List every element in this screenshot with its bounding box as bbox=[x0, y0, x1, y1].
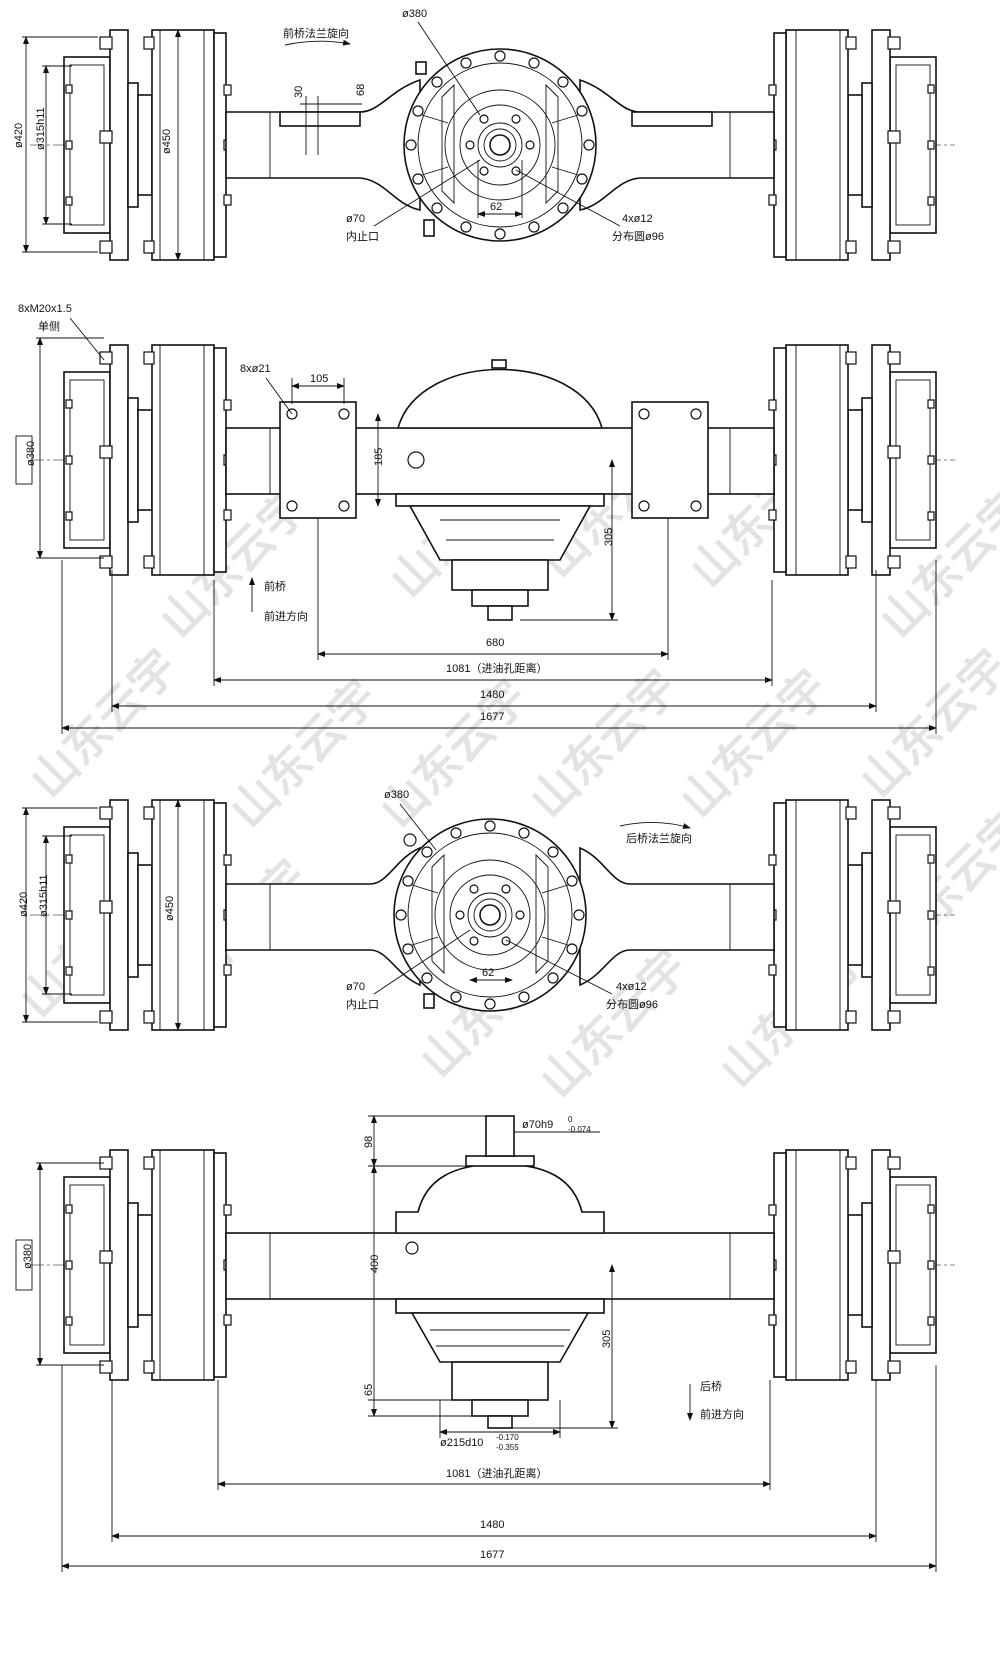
left-hub-assembly bbox=[63, 344, 232, 576]
direction-label: 前进方向 bbox=[264, 609, 308, 623]
shaft-dia-label: ø70h9 bbox=[522, 1119, 553, 1131]
dim-1677: 1677 bbox=[480, 1549, 504, 1561]
right-hub-assembly bbox=[768, 344, 937, 576]
dia-70-label: ø70 bbox=[346, 981, 365, 993]
dim-65: 65 bbox=[363, 1384, 375, 1396]
dim-98: 98 bbox=[363, 1136, 375, 1148]
direction-title: 后桥 bbox=[700, 1380, 722, 1393]
mount-holes-label: 8xø21 bbox=[240, 363, 271, 375]
dim-1677: 1677 bbox=[480, 711, 504, 723]
rotation-label: 前桥法兰旋向 bbox=[283, 26, 349, 40]
view-rear-axle-front: 98 ø70h9 0 -0.074 400 65 305 ø380 后桥 前进方… bbox=[15, 1115, 955, 1572]
dia-380-label: ø380 bbox=[402, 8, 427, 20]
left-hub-assembly bbox=[63, 1149, 232, 1381]
bolt-spec-label: 8xM20x1.5 bbox=[18, 303, 72, 315]
watermark: 山东云宇 bbox=[850, 640, 1000, 807]
watermark: 山东云宇 bbox=[20, 640, 187, 807]
right-hub-assembly bbox=[768, 799, 937, 1031]
dia-420-label: ø420 bbox=[18, 892, 30, 917]
dia-315-label: ø315h11 bbox=[35, 107, 47, 150]
dim-305: 305 bbox=[603, 528, 615, 546]
dim-400: 400 bbox=[369, 1255, 381, 1273]
rotation-label: 后桥法兰旋向 bbox=[626, 831, 692, 845]
left-hub-assembly bbox=[63, 29, 232, 261]
direction-label: 前进方向 bbox=[700, 1407, 744, 1421]
dia-215-label: ø215d10 bbox=[440, 1437, 483, 1449]
left-hub-assembly bbox=[63, 799, 232, 1031]
right-hub-assembly bbox=[768, 29, 937, 261]
dim-1081: 1081（进油孔距离） bbox=[446, 1466, 547, 1480]
right-hub-assembly bbox=[768, 1149, 937, 1381]
holes-label: 4xø12 bbox=[622, 213, 653, 225]
dia-380-label: ø380 bbox=[22, 1244, 34, 1269]
dim-1480: 1480 bbox=[480, 689, 504, 701]
dim-1081: 1081（进油孔距离） bbox=[446, 661, 547, 675]
watermark: 山东云宇 bbox=[520, 660, 687, 827]
holes-label: 4xø12 bbox=[616, 981, 647, 993]
dia-70-label: ø70 bbox=[346, 213, 365, 225]
dia-450-label: ø450 bbox=[161, 129, 173, 154]
dia-420-label: ø420 bbox=[13, 123, 25, 148]
dia-215-lower: -0.355 bbox=[496, 1443, 519, 1452]
shaft-tol-lower: -0.074 bbox=[568, 1125, 591, 1134]
dim-305: 305 bbox=[601, 1330, 613, 1348]
pilot-label: 内止口 bbox=[346, 997, 379, 1011]
pcd-label: 分布圆ø96 bbox=[612, 230, 664, 243]
pcd-label: 分布圆ø96 bbox=[606, 998, 658, 1011]
bolt-side-label: 单侧 bbox=[38, 320, 60, 333]
dia-315-label: ø315h11 bbox=[38, 874, 50, 917]
dia-380-label: ø380 bbox=[25, 441, 37, 466]
dim-62: 62 bbox=[482, 967, 494, 979]
dia-380-label: ø380 bbox=[384, 789, 409, 801]
dim-680: 680 bbox=[486, 637, 504, 649]
view-front-axle-top: ø380 前桥法兰旋向 30 68 ø420 ø315h11 ø450 62 ø… bbox=[13, 8, 955, 261]
dim-185: 185 bbox=[373, 448, 385, 466]
dim-1480: 1480 bbox=[480, 1519, 504, 1531]
shaft-tol-upper: 0 bbox=[568, 1115, 573, 1124]
direction-title: 前桥 bbox=[264, 579, 286, 593]
dim-105: 105 bbox=[310, 373, 328, 385]
view-rear-axle-top: ø380 后桥法兰旋向 ø420 ø315h11 ø450 ø70 内止口 62… bbox=[18, 789, 955, 1031]
pilot-label: 内止口 bbox=[346, 229, 379, 243]
dim-68: 68 bbox=[355, 84, 367, 96]
dim-30: 30 bbox=[293, 86, 305, 98]
dia-450-label: ø450 bbox=[164, 896, 176, 921]
dim-62: 62 bbox=[490, 201, 502, 213]
dia-215-upper: -0.170 bbox=[496, 1433, 519, 1442]
view-front-axle-front: 8xM20x1.5 单侧 8xø21 105 185 305 ø380 前桥 前… bbox=[15, 303, 955, 734]
differential-flange bbox=[393, 818, 587, 1012]
watermark: 山东云宇 bbox=[370, 670, 537, 837]
watermark: 山东云宇 bbox=[220, 670, 387, 837]
